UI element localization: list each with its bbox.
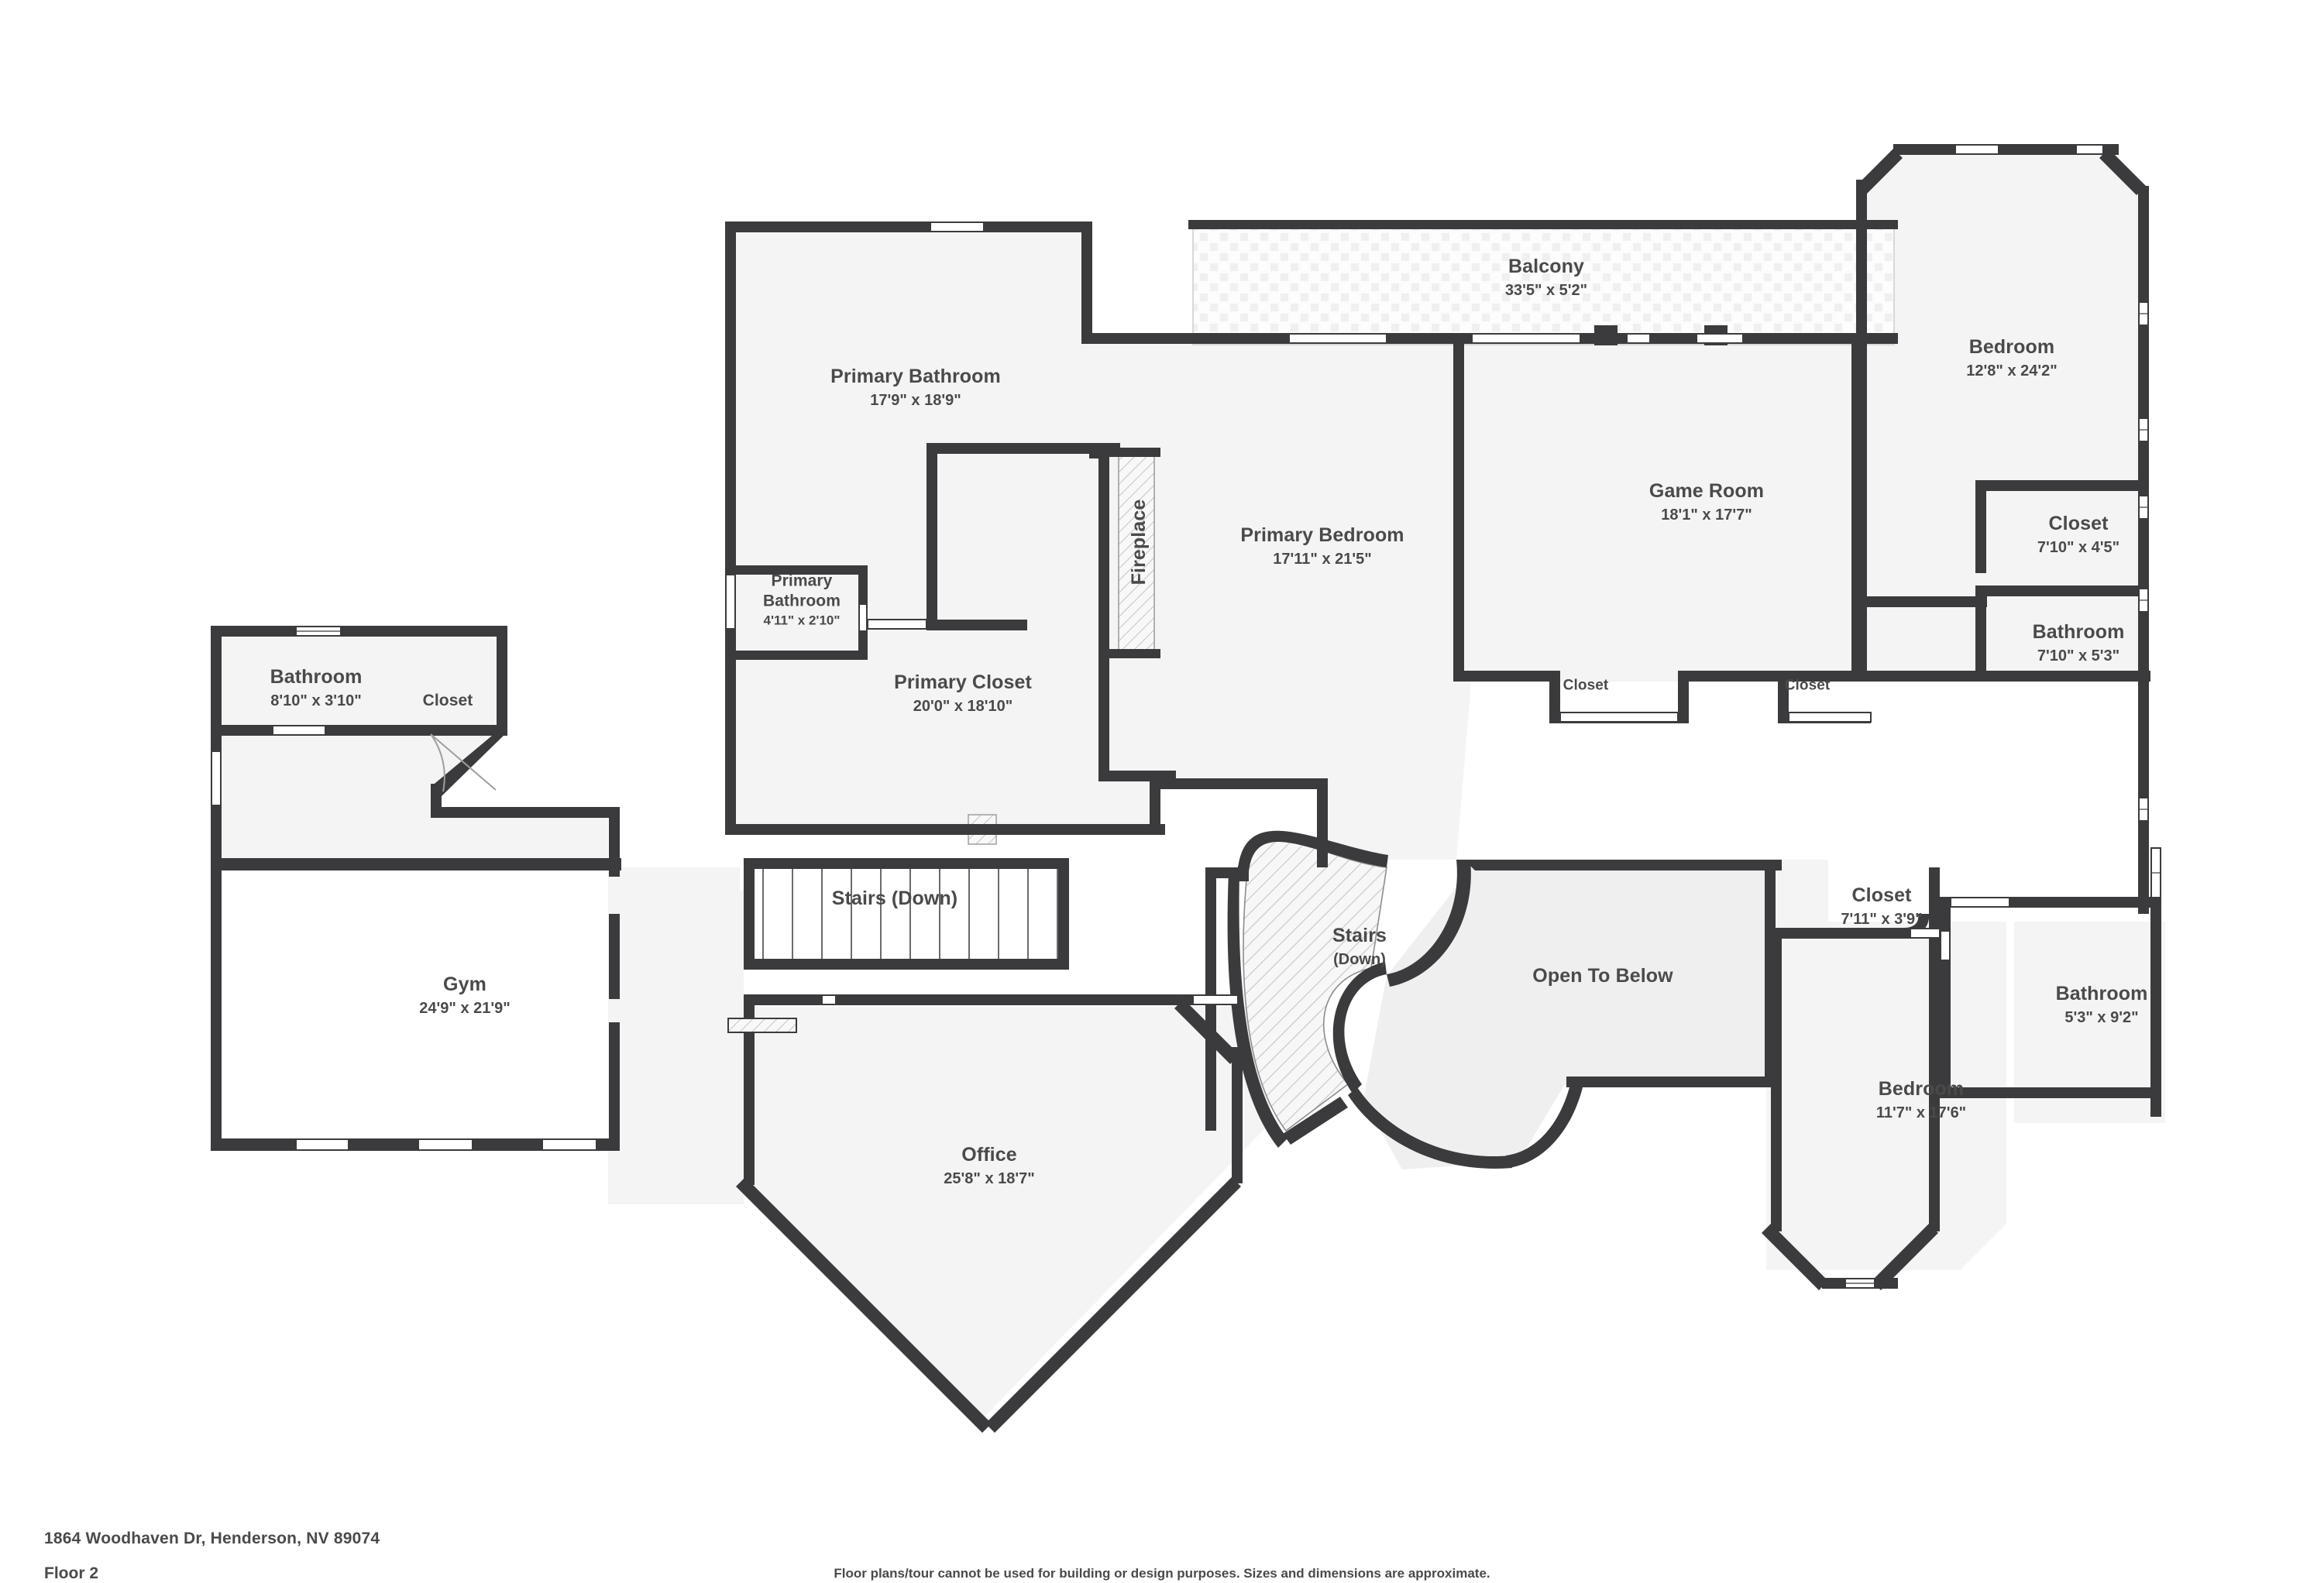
balcony-tile-surface [1192,224,1895,345]
bathroom-left-fill [211,634,506,734]
windows-and-openings [211,144,2161,1289]
property-address: 1864 Woodhaven Dr, Henderson, NV 89074 [44,1530,380,1547]
floor-label: Floor 2 [44,1564,99,1582]
office-fill [744,1007,1270,1417]
disclaimer-text: Floor plans/tour cannot be used for buil… [834,1566,1490,1581]
fireplace-hatch [1118,455,1155,654]
special-surfaces [968,224,1895,1132]
open-to-below-fill [1363,867,1774,1169]
primary-suite-fill [732,228,1158,829]
stairs-treads [762,858,1058,964]
closet-bath-right-fill [1983,480,2142,682]
spiral-stairs-hatch [1243,836,1387,1132]
floor-plan-drawing [211,144,2165,1433]
game-room-fill [1456,333,1859,682]
